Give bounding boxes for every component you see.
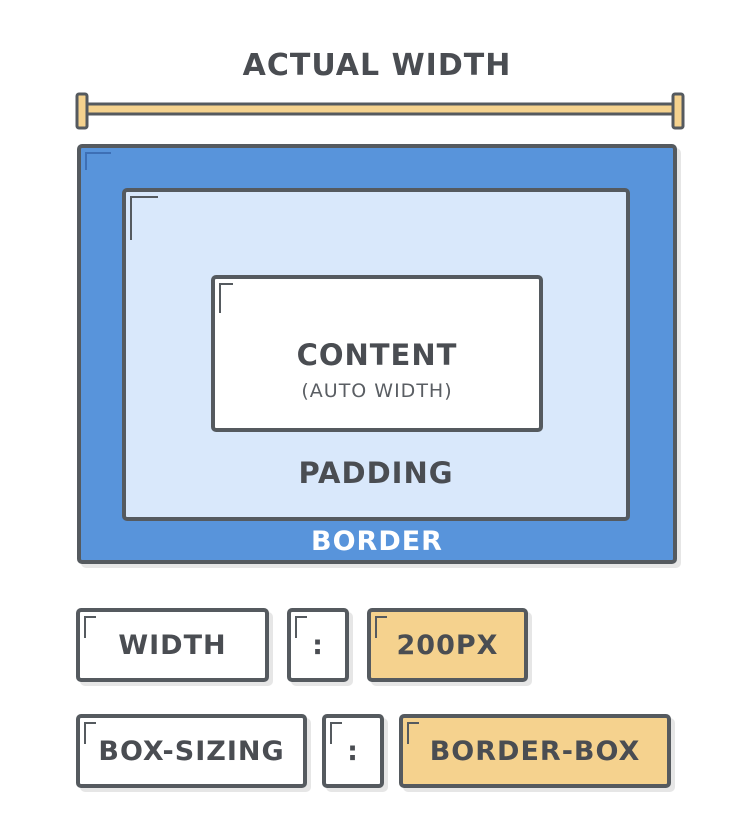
css-value-200px: 200PX <box>367 608 528 682</box>
css-property-label: BOX-SIZING <box>98 735 285 767</box>
css-value-border-box: BORDER-BOX <box>399 714 671 788</box>
corner-mark <box>375 616 387 638</box>
css-value-label: 200PX <box>396 629 499 661</box>
corner-mark <box>85 152 111 170</box>
content-region <box>211 275 543 432</box>
css-separator: : <box>322 714 384 788</box>
corner-mark <box>295 616 307 638</box>
css-property-box-sizing: BOX-SIZING <box>76 714 307 788</box>
corner-mark <box>84 616 96 638</box>
css-property-width: WIDTH <box>76 608 269 682</box>
colon-label: : <box>347 735 359 767</box>
corner-mark <box>407 722 419 744</box>
css-value-label: BORDER-BOX <box>429 735 641 767</box>
content-sublabel: (AUTO WIDTH) <box>301 380 453 402</box>
corner-mark <box>330 722 342 744</box>
css-separator: : <box>287 608 349 682</box>
actual-width-title: ACTUAL WIDTH <box>242 48 512 83</box>
border-label: BORDER <box>311 526 443 557</box>
corner-mark <box>130 196 158 240</box>
content-label: CONTENT <box>296 338 458 372</box>
corner-mark <box>219 283 233 313</box>
width-measure-bracket <box>75 92 685 130</box>
colon-label: : <box>312 629 324 661</box>
css-property-label: WIDTH <box>118 629 227 661</box>
padding-label: PADDING <box>298 456 454 490</box>
corner-mark <box>84 722 96 744</box>
